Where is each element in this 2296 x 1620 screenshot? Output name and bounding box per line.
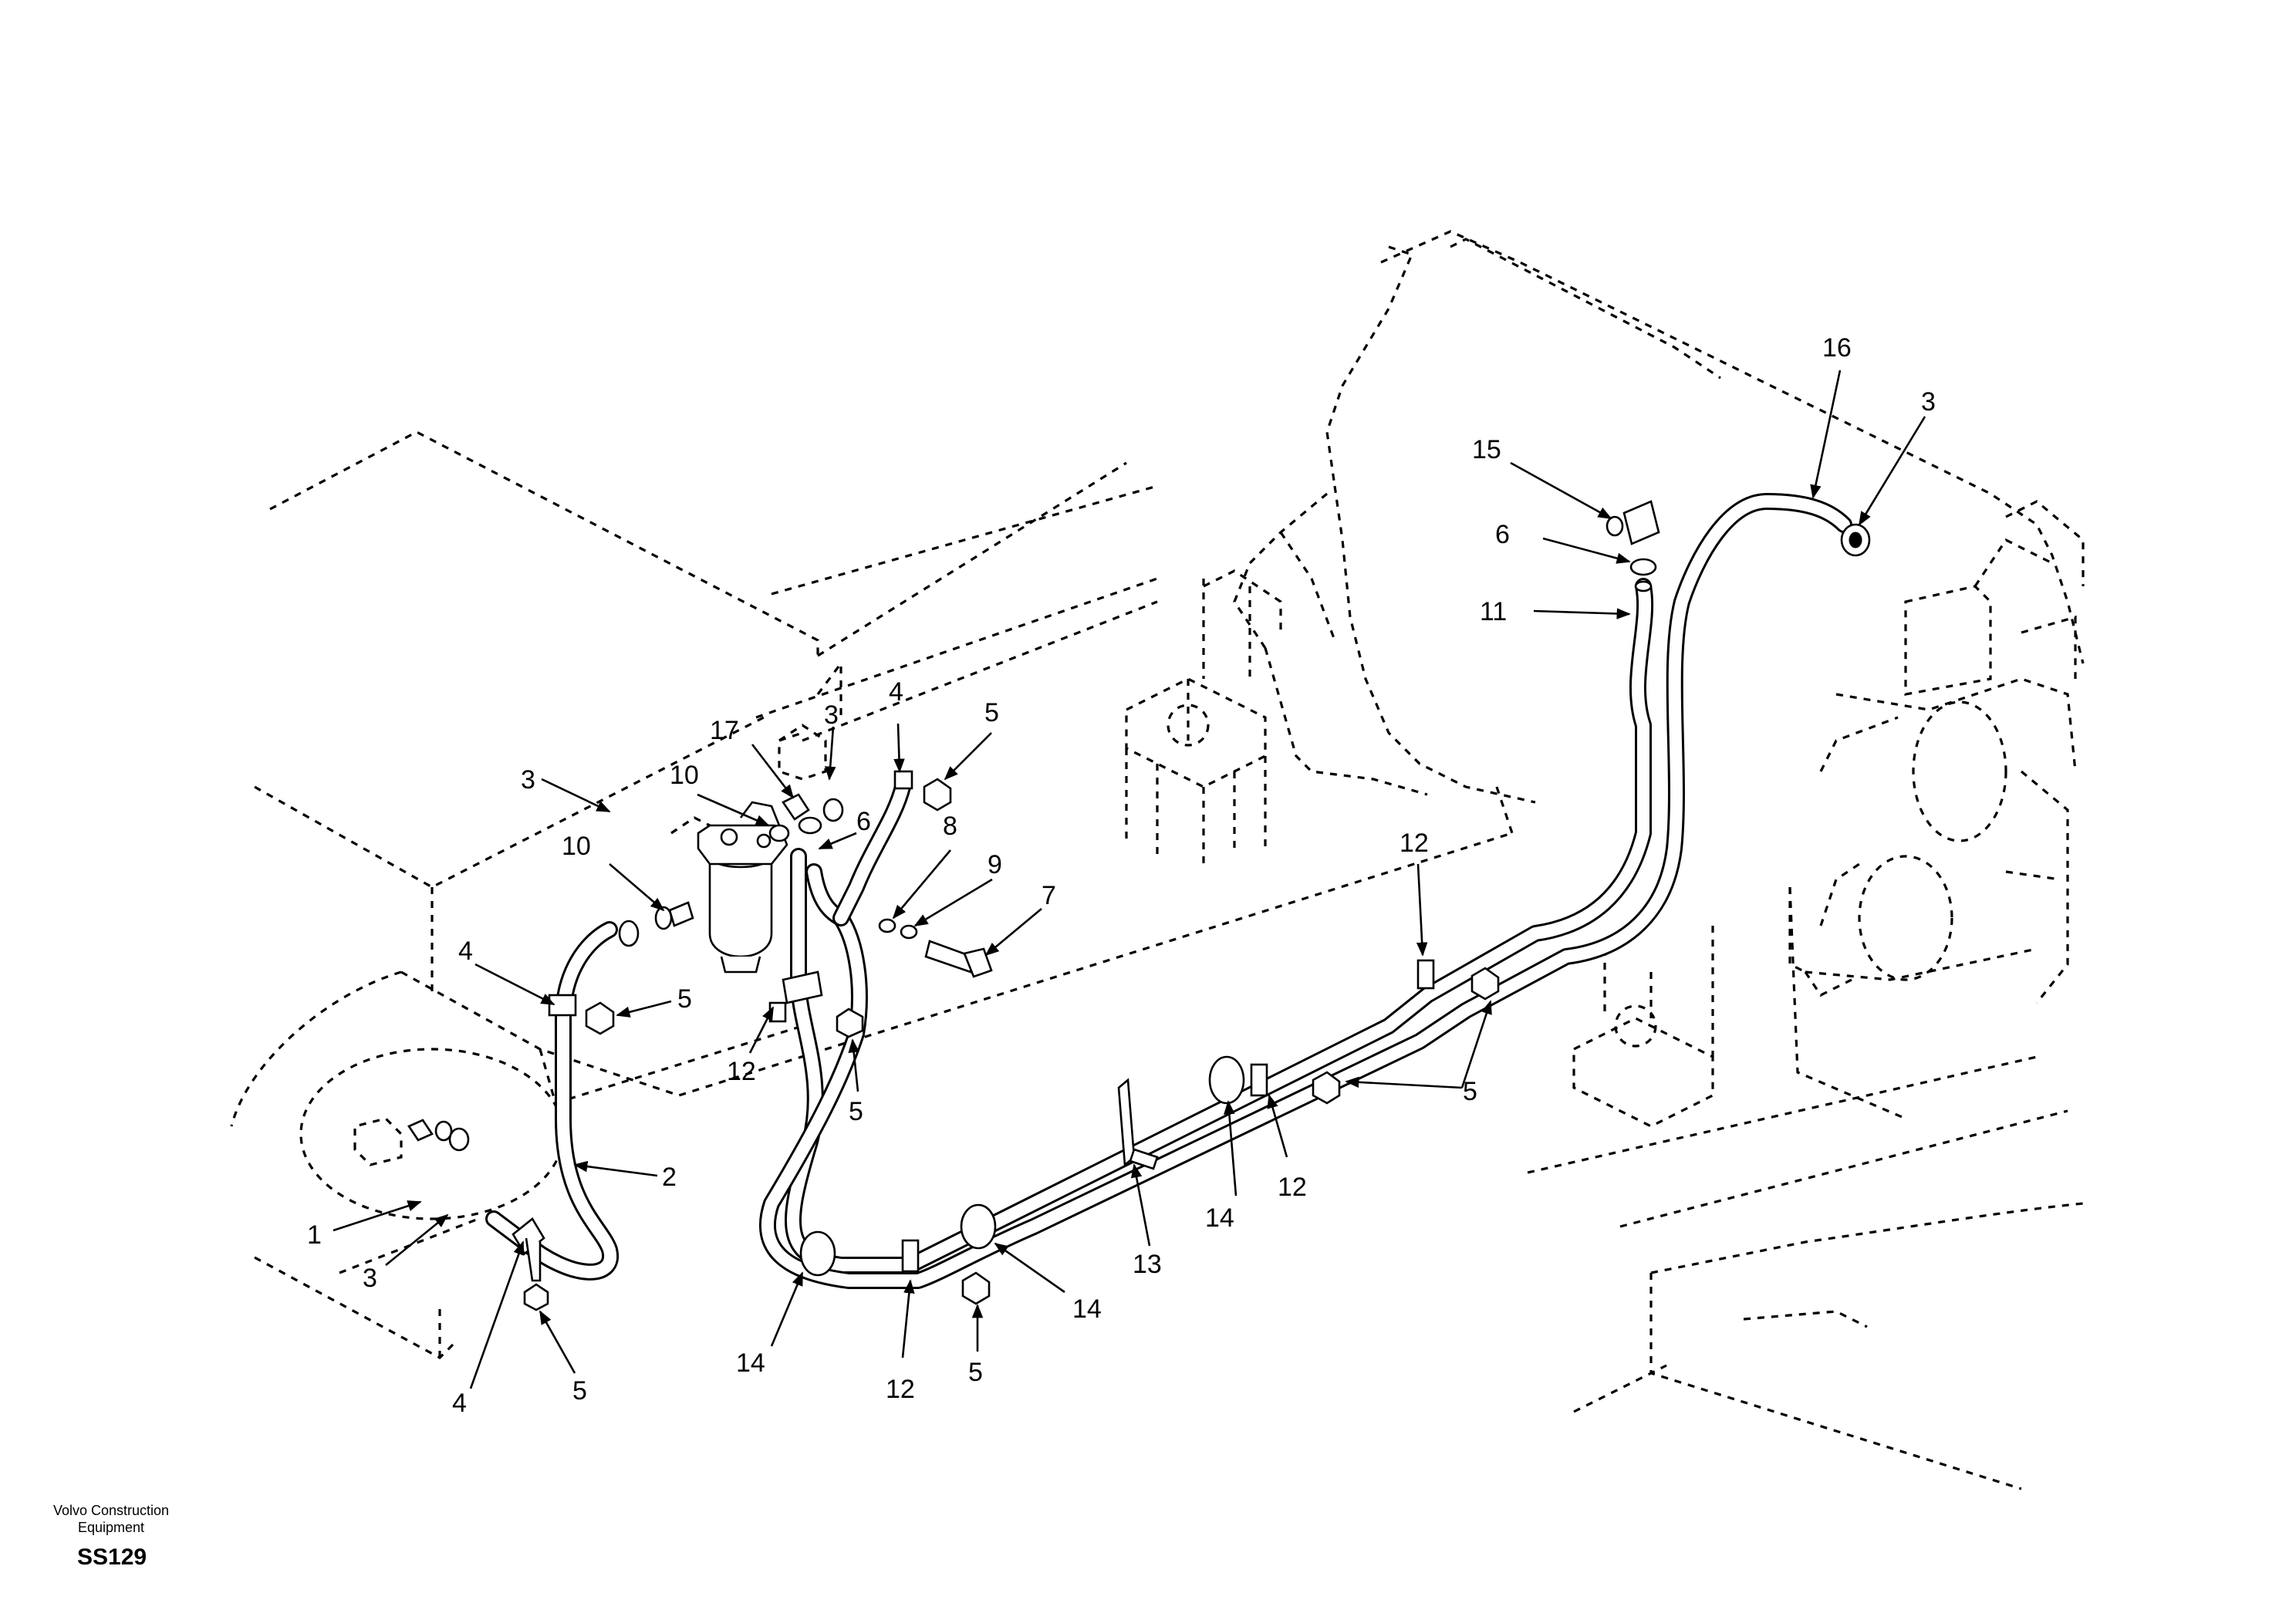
callout-3: 3 xyxy=(363,1264,377,1293)
leader-8 xyxy=(892,849,951,920)
hoses xyxy=(485,493,1852,1289)
callout-5: 5 xyxy=(968,1358,983,1387)
diagram-code: SS129 xyxy=(77,1544,147,1570)
callout-5: 5 xyxy=(849,1097,863,1126)
callout-16: 16 xyxy=(1822,333,1852,363)
leader-3d xyxy=(1858,416,1926,526)
leader-15 xyxy=(1510,461,1612,520)
callout-13: 13 xyxy=(1133,1250,1162,1279)
callout-4: 4 xyxy=(452,1389,467,1418)
leader-5a xyxy=(616,1000,672,1018)
callout-3: 3 xyxy=(824,700,839,730)
callout-4: 4 xyxy=(889,677,903,707)
callout-labels: 1 2 3 3 3 3 4 4 4 5 5 5 5 5 5 6 6 7 8 9 … xyxy=(307,333,1936,1418)
callout-1: 1 xyxy=(307,1220,322,1250)
leader-14c xyxy=(1224,1100,1237,1196)
callout-14: 14 xyxy=(736,1348,765,1378)
leader-5f xyxy=(1345,1076,1463,1089)
leader-7 xyxy=(984,908,1042,957)
callout-14: 14 xyxy=(1072,1294,1102,1324)
fittings xyxy=(407,500,1871,1311)
leader-3c xyxy=(824,726,836,781)
callout-6: 6 xyxy=(856,807,871,836)
callout-5: 5 xyxy=(1463,1077,1477,1106)
callout-14: 14 xyxy=(1205,1203,1234,1233)
callout-12: 12 xyxy=(727,1057,756,1086)
callout-3: 3 xyxy=(521,765,535,795)
callout-12: 12 xyxy=(886,1375,915,1404)
leader-2 xyxy=(573,1160,658,1177)
leader-12b xyxy=(901,1279,915,1358)
callout-4: 4 xyxy=(458,937,473,966)
brand-line-2: Equipment xyxy=(77,1520,145,1535)
leader-5c xyxy=(944,732,992,781)
callout-12: 12 xyxy=(1400,829,1429,858)
machine-outline xyxy=(230,230,2085,1490)
leader-14b xyxy=(994,1242,1065,1294)
leader-10a xyxy=(697,793,770,827)
leader-17 xyxy=(751,744,795,799)
leader-5d xyxy=(848,1038,859,1092)
callout-10: 10 xyxy=(670,761,699,790)
callout-5: 5 xyxy=(984,698,999,727)
leader-4c xyxy=(893,723,905,773)
leader-14a xyxy=(770,1271,804,1347)
leader-1 xyxy=(333,1200,422,1232)
callout-9: 9 xyxy=(988,850,1002,879)
leader-6a xyxy=(818,832,857,850)
callout-11: 11 xyxy=(1480,597,1507,626)
callout-12: 12 xyxy=(1278,1173,1307,1202)
leader-10b xyxy=(609,863,665,912)
leader-12c xyxy=(1267,1094,1288,1158)
leader-lines xyxy=(333,370,1926,1389)
leader-3a xyxy=(385,1213,449,1267)
fuel-filter xyxy=(697,731,803,974)
leader-11 xyxy=(1533,608,1631,619)
leader-6b xyxy=(1542,537,1631,564)
callout-6: 6 xyxy=(1495,520,1510,549)
leader-12a xyxy=(748,1006,775,1054)
brand-line-1: Volvo Construction xyxy=(52,1503,170,1518)
callout-10: 10 xyxy=(562,832,591,861)
leader-16 xyxy=(1810,370,1842,499)
callout-5: 5 xyxy=(677,984,692,1014)
callout-15: 15 xyxy=(1472,435,1501,464)
leader-9 xyxy=(913,878,993,927)
leader-5g xyxy=(1460,1000,1492,1088)
leader-12d xyxy=(1416,863,1428,957)
callout-8: 8 xyxy=(943,812,957,841)
leader-13 xyxy=(1130,1163,1151,1247)
callout-17: 17 xyxy=(710,716,739,745)
leader-4a xyxy=(474,963,555,1006)
callout-3: 3 xyxy=(1921,387,1936,417)
leader-3b xyxy=(541,778,611,813)
callout-5: 5 xyxy=(572,1376,587,1406)
leader-5b xyxy=(539,1310,576,1374)
callout-7: 7 xyxy=(1042,881,1056,910)
leader-4b xyxy=(469,1240,525,1389)
callout-2: 2 xyxy=(662,1163,677,1192)
